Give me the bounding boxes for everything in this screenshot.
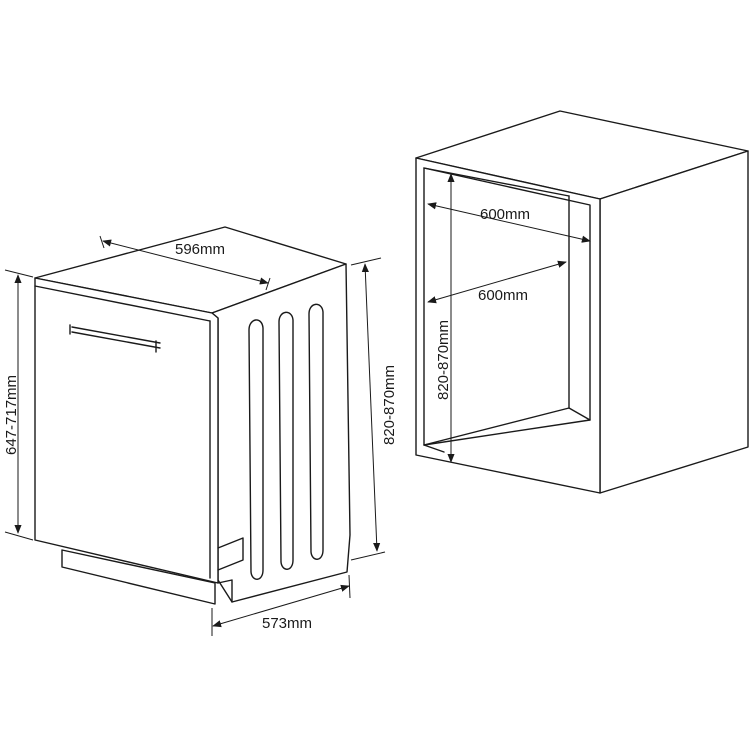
cabinet-right-side bbox=[599, 150, 749, 494]
dishwasher-dimensions: 596mm 647-717mm 820-870mm 573mm bbox=[3, 235, 398, 636]
floor-front-edge bbox=[423, 444, 445, 453]
foot-notch bbox=[217, 537, 244, 571]
depth-dimension-line bbox=[212, 584, 350, 628]
dishwasher-height-label: 820-870mm bbox=[381, 365, 398, 445]
cabinet-width-dimension-line bbox=[427, 202, 591, 243]
side-ribs bbox=[248, 303, 324, 580]
dishwasher-width-label: 596mm bbox=[175, 241, 225, 258]
cabinet-width-label: 600mm bbox=[480, 206, 530, 223]
door-top-edge bbox=[34, 285, 211, 322]
door-height-label: 647-717mm bbox=[3, 375, 20, 455]
back-top-edge bbox=[423, 167, 570, 197]
dishwasher-depth-label: 573mm bbox=[262, 615, 312, 632]
cabinet-depth-label: 600mm bbox=[478, 287, 528, 304]
door-handle bbox=[69, 324, 161, 353]
dishwasher-height-dimension-line bbox=[361, 263, 381, 552]
cabinet-height-label: 820-870mm bbox=[435, 320, 452, 400]
back-floor-right bbox=[568, 407, 591, 421]
cabinet-dimensions: 600mm 600mm 820-870mm bbox=[427, 173, 591, 463]
cabinet bbox=[415, 110, 749, 494]
dishwasher bbox=[34, 226, 351, 605]
dishwasher-door bbox=[34, 277, 219, 584]
width-dimension-line bbox=[102, 239, 269, 285]
